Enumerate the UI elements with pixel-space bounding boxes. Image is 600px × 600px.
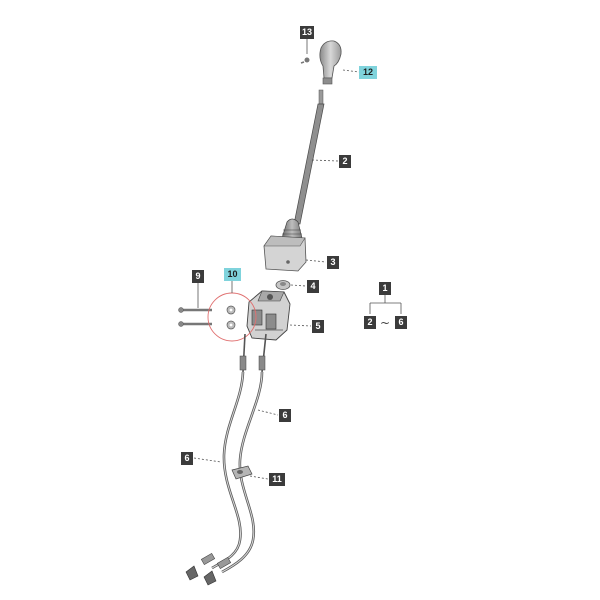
shift-lever-rod-part bbox=[293, 89, 325, 225]
callout-1: 1 bbox=[379, 282, 391, 295]
cable-bracket-part bbox=[231, 465, 253, 480]
callout-6-range-end: 6 bbox=[395, 316, 407, 329]
callout-6-left-cable: 6 bbox=[181, 452, 193, 465]
pin-bolt-part bbox=[178, 307, 212, 327]
shift-knob-part bbox=[319, 40, 342, 85]
gear-boot-part bbox=[263, 218, 307, 272]
washer-detail-circle bbox=[207, 292, 257, 342]
leader-lines bbox=[193, 37, 402, 480]
callout-12: 12 bbox=[359, 66, 377, 79]
callout-11: 11 bbox=[269, 473, 285, 486]
callout-13: 13 bbox=[300, 26, 315, 39]
bushing-part bbox=[275, 280, 291, 290]
callout-5: 5 bbox=[312, 320, 324, 333]
callout-6-right-cable: 6 bbox=[279, 409, 291, 422]
callout-2-range-start: 2 bbox=[364, 316, 376, 329]
screw-part bbox=[300, 57, 310, 64]
callout-9: 9 bbox=[192, 270, 204, 283]
callout-10: 10 bbox=[224, 268, 241, 281]
range-tilde: ~ bbox=[380, 316, 391, 330]
callout-2: 2 bbox=[339, 155, 351, 168]
shift-cable-part bbox=[185, 333, 267, 586]
shifter-housing-part bbox=[246, 290, 291, 341]
callout-4: 4 bbox=[307, 280, 319, 293]
callout-3: 3 bbox=[327, 256, 339, 269]
